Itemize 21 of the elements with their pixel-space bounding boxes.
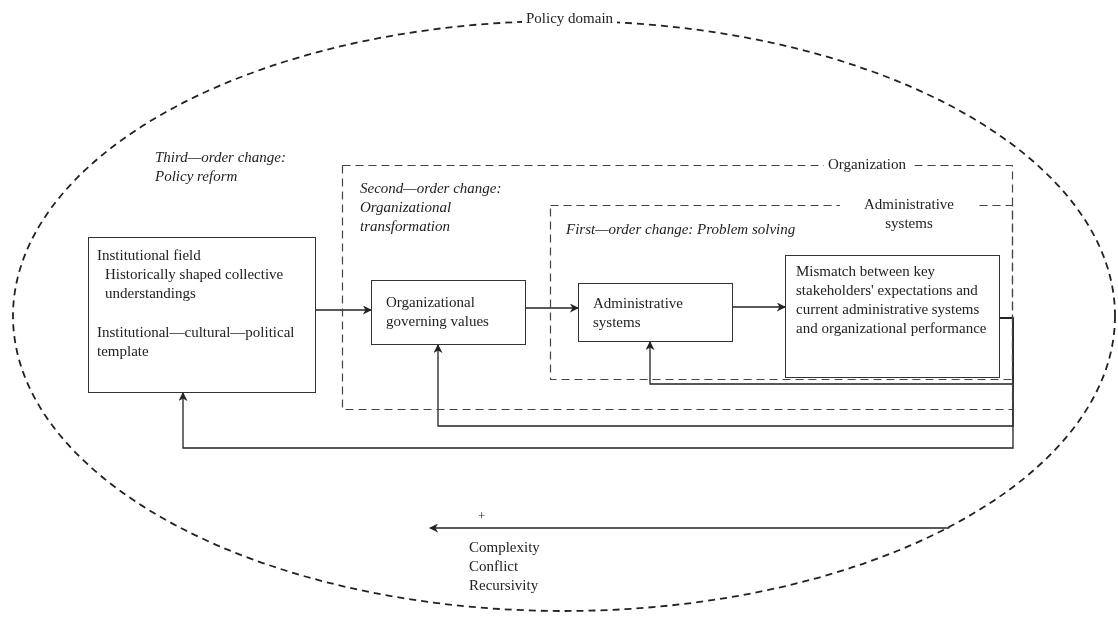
change-label: Third—order change: Policy reform [155, 148, 287, 186]
box-text: Mismatch between key stakeholders' expectations and current administrative systems and organizational performance [796, 262, 988, 338]
process-box [371, 280, 526, 345]
change-label: First—order change: Problem solving [566, 220, 796, 239]
note-text: Conflict [469, 557, 519, 576]
box-text: Institutional—cultural—political template [97, 323, 296, 361]
process-box [88, 237, 316, 393]
box-heading: Institutional field [97, 246, 201, 265]
box-text: Historically shaped collective understandings [105, 265, 285, 303]
note-text: Recursivity [469, 576, 539, 595]
arrow [315, 305, 372, 315]
arrow [525, 303, 579, 313]
box-text: Administrative systems [593, 294, 684, 332]
note-text: Complexity [469, 538, 540, 557]
change-label: Second—order change: Organizational transformation [360, 179, 503, 236]
arrow [429, 523, 950, 533]
arrow [732, 302, 786, 312]
box-text: Organizational governing values [386, 293, 490, 331]
arrow [178, 317, 1014, 449]
process-box [578, 283, 733, 342]
process-box [785, 255, 1000, 378]
